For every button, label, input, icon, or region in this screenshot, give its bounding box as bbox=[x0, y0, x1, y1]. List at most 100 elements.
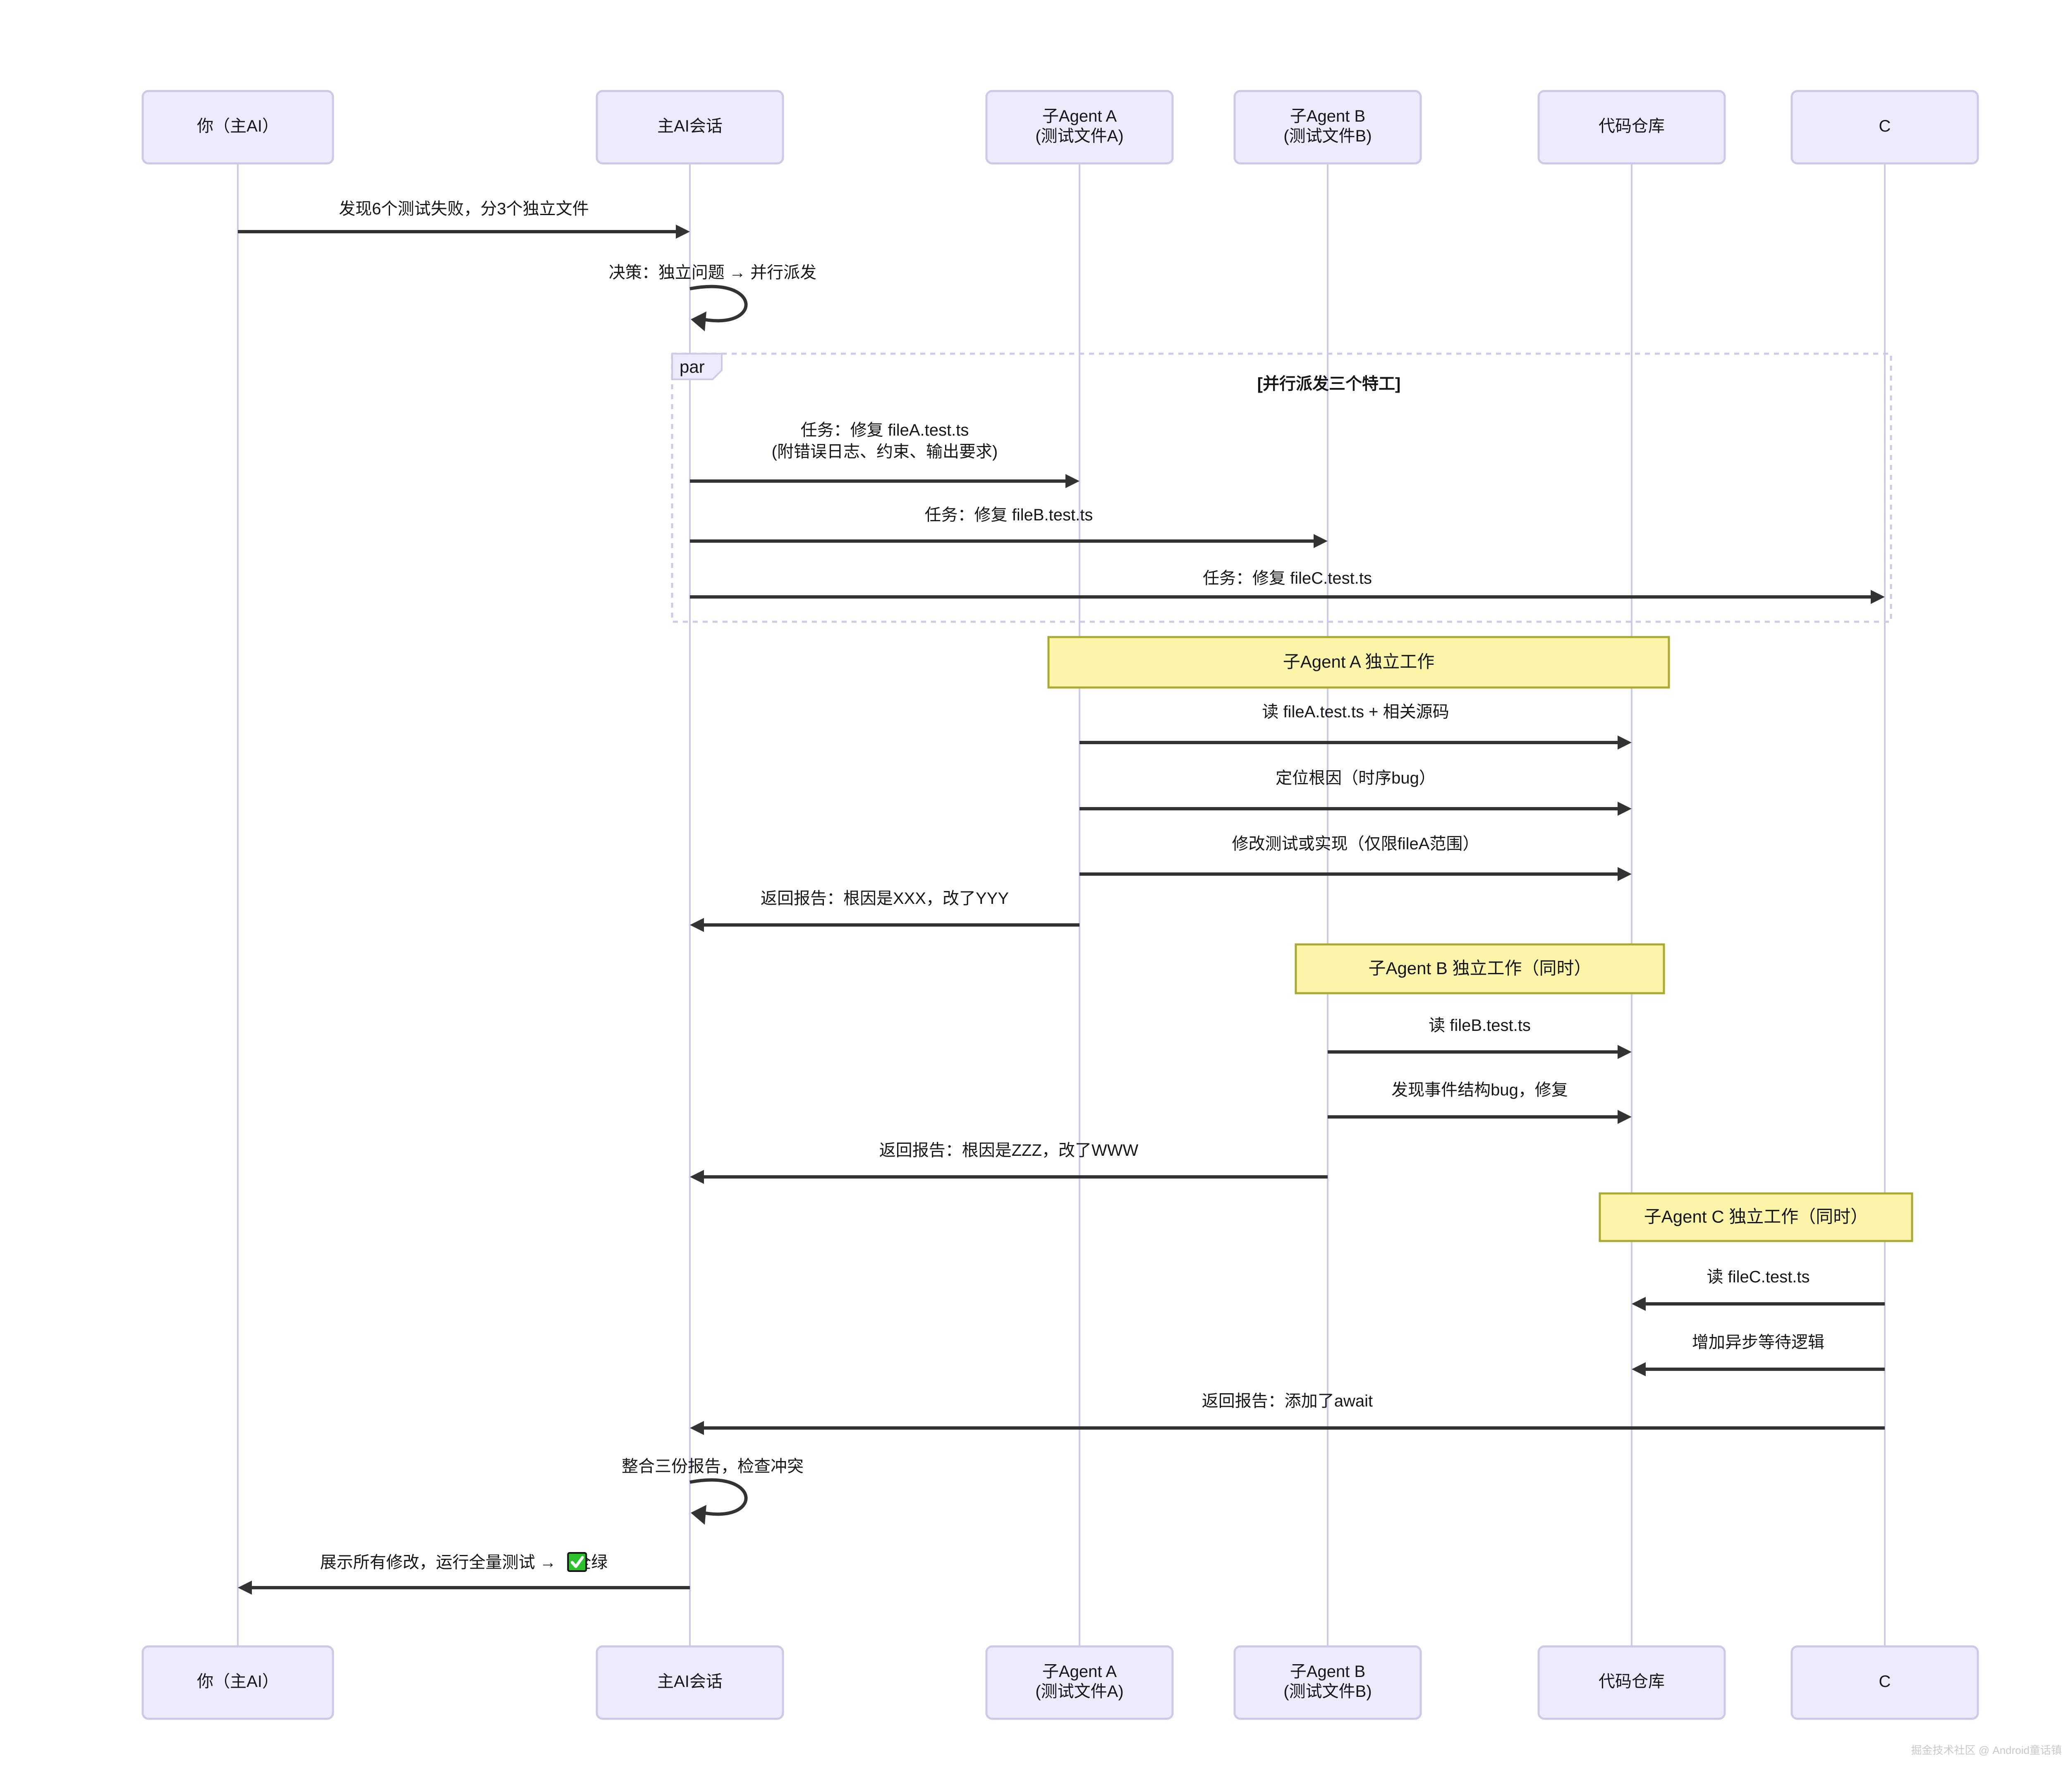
message-label: 读 fileC.test.ts bbox=[1707, 1268, 1810, 1286]
message-label: 整合三份报告，检查冲突 bbox=[622, 1457, 804, 1476]
message-arrowhead bbox=[690, 1170, 704, 1184]
participant-label: (测试文件A) bbox=[1035, 127, 1123, 145]
message-label: 任务：修复 fileB.test.ts bbox=[925, 506, 1093, 524]
lifelines-group bbox=[237, 163, 1886, 1646]
par-keyword-tab bbox=[671, 353, 723, 380]
message-arrowhead bbox=[1871, 590, 1885, 604]
message-m6: 读 fileA.test.ts + 相关源码 bbox=[1079, 703, 1632, 750]
participant-agentC-top[interactable]: C bbox=[1790, 90, 1979, 165]
participant-box[interactable] bbox=[141, 1645, 334, 1720]
note-box bbox=[1047, 636, 1670, 689]
participant-label: 子Agent B bbox=[1290, 1663, 1365, 1681]
participant-box[interactable] bbox=[141, 90, 334, 165]
message-arrowhead bbox=[690, 918, 704, 932]
message-label: 返回报告：根因是ZZZ，改了WWW bbox=[879, 1141, 1139, 1160]
par-condition-label: [并行派发三个特工] bbox=[1257, 375, 1401, 393]
check-mark-glyph bbox=[570, 1556, 584, 1568]
message-m1: 发现6个测试失败，分3个独立文件 bbox=[238, 200, 690, 239]
message-arrowhead bbox=[1065, 474, 1079, 488]
note-label: 子Agent C 独立工作（同时） bbox=[1644, 1207, 1868, 1227]
participant-label: 你（主AI） bbox=[197, 1672, 279, 1691]
par-keyword-label: par bbox=[680, 357, 705, 376]
participant-box[interactable] bbox=[1537, 1645, 1726, 1720]
par-frame-rect bbox=[671, 352, 1892, 623]
participant-label: (测试文件B) bbox=[1283, 1682, 1371, 1701]
check-mark-icon bbox=[567, 1552, 587, 1572]
participant-label: 子Agent A bbox=[1042, 1663, 1117, 1681]
message-label: 发现事件结构bug，修复 bbox=[1391, 1081, 1568, 1099]
message-m15: 返回报告：添加了await bbox=[690, 1392, 1885, 1435]
participant-main-top[interactable]: 主AI会话 bbox=[596, 90, 784, 165]
participant-box[interactable] bbox=[1233, 1645, 1422, 1720]
message-m9: 返回报告：根因是XXX，改了YYY bbox=[690, 889, 1079, 932]
message-arrowhead bbox=[690, 1421, 704, 1435]
note-box bbox=[1295, 943, 1665, 994]
message-label: 发现6个测试失败，分3个独立文件 bbox=[339, 200, 589, 218]
participant-label: 代码仓库 bbox=[1599, 1672, 1665, 1691]
message-m14: 增加异步等待逻辑 bbox=[1632, 1333, 1885, 1376]
participant-repo-bottom[interactable]: 代码仓库 bbox=[1537, 1645, 1726, 1720]
message-label: 定位根因（时序bug） bbox=[1276, 769, 1436, 787]
message-label: 返回报告：根因是XXX，改了YYY bbox=[761, 889, 1009, 908]
participant-box[interactable] bbox=[985, 1645, 1174, 1720]
participant-repo-top[interactable]: 代码仓库 bbox=[1537, 90, 1726, 165]
message-self-loop bbox=[689, 1478, 748, 1516]
participant-label: (测试文件B) bbox=[1283, 127, 1371, 145]
participant-box[interactable] bbox=[1537, 90, 1726, 165]
message-arrowhead bbox=[1618, 1110, 1632, 1124]
participant-label: 子Agent A bbox=[1042, 107, 1117, 125]
message-label: 决策：独立问题 → 并行派发 bbox=[609, 264, 816, 282]
message-arrowhead bbox=[1618, 802, 1632, 816]
participant-agentA-top[interactable]: 子Agent A (测试文件A) bbox=[985, 90, 1174, 165]
participant-label: 你（主AI） bbox=[197, 117, 279, 135]
participant-label: 代码仓库 bbox=[1599, 117, 1665, 135]
note-label: 子Agent B 独立工作（同时） bbox=[1368, 958, 1591, 978]
message-label: 展示所有修改，运行全量测试 → 全绿 bbox=[320, 1553, 608, 1572]
message-m8: 修改测试或实现（仅限fileA范围） bbox=[1079, 835, 1632, 881]
participant-agentB-bottom[interactable]: 子Agent B(测试文件B) bbox=[1233, 1645, 1422, 1720]
participant-main-bottom[interactable]: 主AI会话 bbox=[596, 1645, 784, 1720]
note-note-a: 子Agent A 独立工作 bbox=[1047, 636, 1670, 689]
message-self-loop bbox=[689, 285, 748, 323]
participant-agentC-bottom[interactable]: C bbox=[1790, 1645, 1979, 1720]
participant-box[interactable] bbox=[1790, 90, 1979, 165]
participant-label: C bbox=[1879, 117, 1891, 135]
participant-box[interactable] bbox=[985, 90, 1174, 165]
participant-you-top[interactable]: 你（主AI） bbox=[141, 90, 334, 165]
message-m3: 任务：修复 fileA.test.ts (附错误日志、约束、输出要求) bbox=[690, 421, 1079, 488]
participant-box[interactable] bbox=[1233, 90, 1422, 165]
participant-box[interactable] bbox=[596, 90, 784, 165]
message-m17: 展示所有修改，运行全量测试 → 全绿 bbox=[238, 1552, 690, 1595]
message-m4: 任务：修复 fileB.test.ts bbox=[690, 506, 1328, 548]
message-label: (附错误日志、约束、输出要求) bbox=[772, 443, 998, 461]
message-label: 增加异步等待逻辑 bbox=[1692, 1333, 1824, 1351]
message-m12: 返回报告：根因是ZZZ，改了WWW bbox=[690, 1141, 1328, 1184]
participant-label: 子Agent B bbox=[1290, 107, 1365, 125]
message-m7: 定位根因（时序bug） bbox=[1079, 769, 1632, 816]
message-arrowhead bbox=[238, 1581, 252, 1595]
message-m2: 决策：独立问题 → 并行派发 bbox=[609, 264, 816, 331]
message-arrowhead bbox=[1618, 735, 1632, 750]
participant-label: (测试文件A) bbox=[1035, 1682, 1123, 1701]
note-box bbox=[1599, 1192, 1913, 1242]
participant-box[interactable] bbox=[596, 1645, 784, 1720]
message-label: 任务：修复 fileA.test.ts bbox=[801, 421, 969, 439]
message-arrowhead bbox=[1618, 867, 1632, 881]
watermark-credit: 掘金技术社区 @ Android童话镇 bbox=[1911, 1744, 2062, 1756]
message-m10: 读 fileB.test.ts bbox=[1328, 1016, 1632, 1059]
participant-label: 主AI会话 bbox=[657, 1672, 723, 1691]
message-arrowhead bbox=[676, 225, 690, 239]
message-arrowhead bbox=[1618, 1045, 1632, 1059]
message-label: 读 fileA.test.ts + 相关源码 bbox=[1262, 703, 1449, 721]
message-m13: 读 fileC.test.ts bbox=[1632, 1268, 1885, 1311]
participant-box[interactable] bbox=[1790, 1645, 1979, 1720]
participant-agentA-bottom[interactable]: 子Agent A(测试文件A) bbox=[985, 1645, 1174, 1720]
participant-you-bottom[interactable]: 你（主AI） bbox=[141, 1645, 334, 1720]
message-label: 返回报告：添加了await bbox=[1202, 1392, 1373, 1410]
participant-agentB-top[interactable]: 子Agent B (测试文件B) bbox=[1233, 90, 1422, 165]
